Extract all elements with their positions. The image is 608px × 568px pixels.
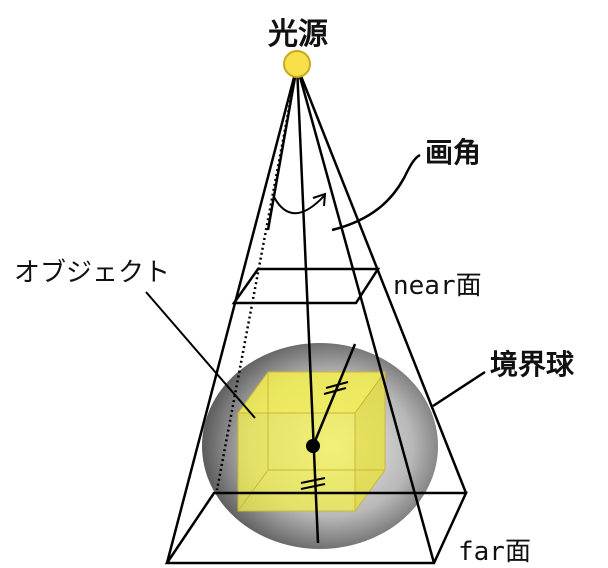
far-plane [164,491,468,565]
bounding-sphere-leader [432,370,486,408]
sphere-radius-line [311,343,357,447]
occluded-edge [215,65,299,491]
sphere-center [306,439,320,453]
light-source-label: 光源 [268,17,328,52]
view-angle-leader [331,153,421,232]
near-plane-label: near面 [393,271,482,301]
view-frustum [165,65,468,564]
equal-length-ticks [300,381,349,490]
object-cube [237,370,386,513]
view-angle-label: 画角 [425,136,481,169]
light-source [283,50,311,78]
near-plane [231,267,381,305]
object-leader [145,291,256,419]
far-plane-label: far面 [458,537,531,567]
view-angle-arc [273,195,325,215]
view-angle-arrowhead [312,192,327,207]
object-label: オブジェクト [14,258,170,288]
bounding-sphere-label: 境界球 [490,348,575,381]
